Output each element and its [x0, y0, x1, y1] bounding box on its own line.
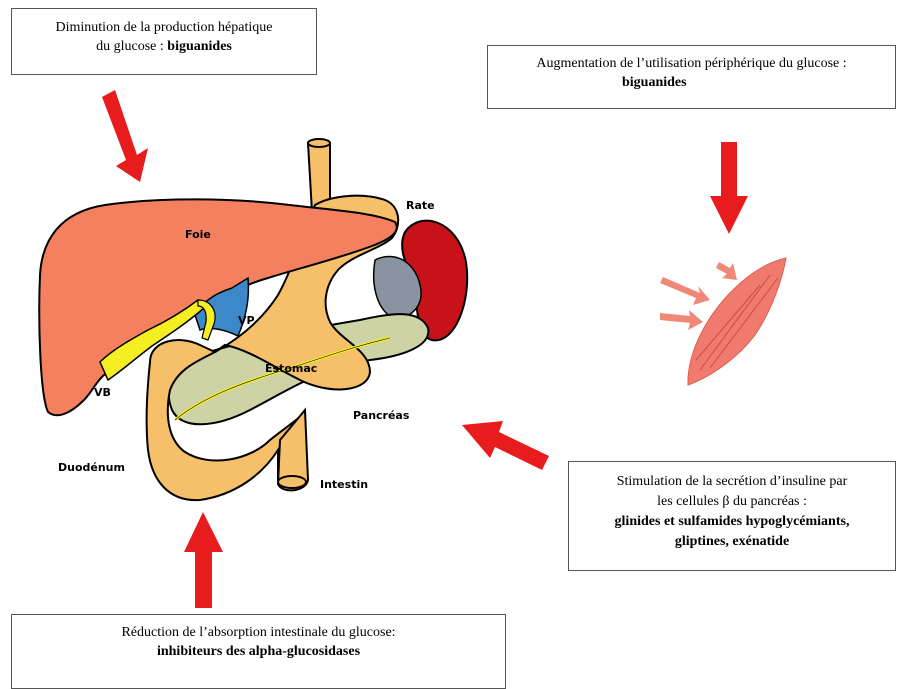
label-estomac: Estomac: [265, 362, 317, 375]
label-duodenum: Duodénum: [58, 461, 125, 474]
label-foie: Foie: [185, 228, 211, 241]
label-intestin: Intestin: [320, 478, 368, 491]
arrow-to-pancreas: [462, 421, 549, 470]
arrow-to-muscle: [710, 142, 748, 234]
arrow-to-intestine: [184, 512, 223, 608]
label-rate: Rate: [406, 199, 435, 212]
label-pancreas: Pancréas: [353, 409, 410, 422]
esophagus-opening: [308, 139, 330, 147]
glucose-arrow-1: [660, 277, 710, 305]
label-vb: VB: [94, 386, 111, 399]
label-vp: VP: [238, 314, 255, 327]
intestine-opening: [278, 476, 306, 488]
glucose-arrow-3: [716, 262, 737, 280]
arrow-to-liver: [102, 90, 148, 182]
glucose-arrow-2: [660, 310, 703, 330]
